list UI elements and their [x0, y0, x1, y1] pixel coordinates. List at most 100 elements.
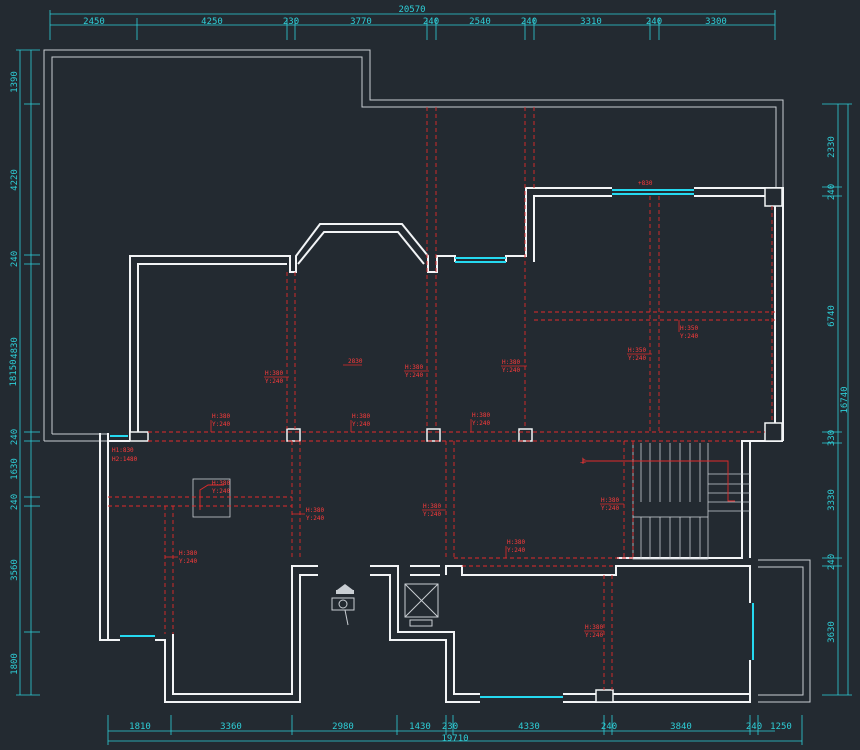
right-dim-6: 240 — [827, 554, 837, 570]
right-dim-1: 2330 — [827, 136, 837, 158]
beam-lines — [108, 107, 775, 690]
beam-label-h: H:380 — [405, 364, 423, 371]
beam-label-h: H:380 — [472, 412, 490, 419]
top-dim-5: 240 — [423, 17, 439, 27]
left-dim-6: 1630 — [10, 458, 20, 480]
beam-label-h: H:380 — [423, 503, 441, 510]
beam-label-y: Y:240 — [179, 558, 197, 565]
bottom-total-dim: 19710 — [441, 734, 468, 744]
beam-label-h: H:350 — [628, 347, 646, 354]
top-total-dim: 20570 — [398, 5, 425, 15]
left-dimensions: 18150 1390 4220 240 4830 240 1630 240 35… — [9, 49, 40, 696]
beam-tag: H:380 Y:240 — [179, 550, 197, 565]
right-dimensions: 2330 240 6740 330 3330 240 3630 16740 — [822, 103, 852, 696]
beam-label-y: Y:240 — [601, 505, 619, 512]
beam-label-y: Y:240 — [585, 632, 603, 639]
beam-label-h: H:380 — [502, 359, 520, 366]
stair-up-label: 上 — [580, 457, 586, 465]
beam-label-h: H:380 — [212, 413, 230, 420]
bottom-dim-3: 2980 — [332, 722, 354, 732]
left-dim-5: 240 — [10, 429, 20, 445]
bottom-dim-1: 1810 — [129, 722, 151, 732]
beam-label-y: Y:240 — [507, 547, 525, 554]
h1-label: H1:830 — [112, 447, 134, 454]
beam-tag: H:380 Y:240 — [507, 539, 525, 554]
right-dim-3: 6740 — [827, 305, 837, 327]
beam-label-y: Y:240 — [628, 355, 646, 362]
beam-label-y: Y:240 — [352, 421, 370, 428]
top-dim-3: 230 — [283, 17, 299, 27]
beam-tag: H:380 Y:240 — [472, 412, 490, 427]
walls — [99, 187, 784, 703]
beam-label-y: Y:240 — [212, 421, 230, 428]
beam-label-h: H:380 — [212, 480, 230, 487]
beam-label-y: Y:240 — [405, 372, 423, 379]
bottom-dim-4: 1430 — [409, 722, 431, 732]
bottom-dimensions: 1810 3360 2980 1430 230 4330 240 3840 24… — [107, 715, 803, 745]
left-dim-2: 4220 — [10, 169, 20, 191]
bottom-dim-8: 3840 — [670, 722, 692, 732]
beam-annotations: H:380 Y:240 H:380 Y:240 H:380 Y:240 H:35… — [112, 180, 698, 639]
staircase: 上 — [580, 443, 750, 560]
top-dim-8: 3310 — [580, 17, 602, 27]
beam-tag: H1:830 H2:1480 — [112, 447, 138, 463]
beam-label-y: Y:240 — [306, 515, 324, 522]
elevation-label-top: +830 — [638, 180, 653, 187]
top-dim-10: 3300 — [705, 17, 727, 27]
h2-label: H2:1480 — [112, 456, 138, 463]
top-dim-6: 2540 — [469, 17, 491, 27]
left-dim-9: 1800 — [10, 653, 20, 675]
left-dim-1: 1390 — [10, 71, 20, 93]
beam-label-y: Y:240 — [212, 488, 230, 495]
fixtures — [192, 478, 439, 627]
device-icon — [331, 584, 355, 626]
beam-tag: H:380 Y:240 — [585, 624, 603, 639]
left-dim-4: 4830 — [10, 337, 20, 359]
beam-tag: H:350 Y:240 — [680, 325, 698, 340]
beam-tag: H:380 Y:240 — [306, 507, 324, 522]
bottom-dim-2: 3360 — [220, 722, 242, 732]
beam-label-h: H:380 — [306, 507, 324, 514]
beam-label-h: H:380 — [507, 539, 525, 546]
beam-label-y: Y:240 — [502, 367, 520, 374]
right-total-dim: 16740 — [840, 386, 850, 413]
top-dim-4: 3770 — [350, 17, 372, 27]
right-dim-2: 240 — [827, 184, 837, 200]
elevation-label-center: 2830 — [348, 358, 363, 365]
beam-label-h: H:380 — [352, 413, 370, 420]
left-dim-3: 240 — [10, 251, 20, 267]
left-dim-7: 240 — [10, 494, 20, 510]
beam-tag: H:380 Y:240 — [423, 503, 441, 518]
right-dim-5: 3330 — [827, 489, 837, 511]
beam-label-h: H:380 — [179, 550, 197, 557]
beam-label-h: H:380 — [601, 497, 619, 504]
beam-tag: H:380 Y:240 — [405, 364, 423, 379]
top-dim-2: 4250 — [201, 17, 223, 27]
outer-outline — [43, 49, 784, 442]
beam-tag: H:380 Y:240 — [212, 413, 230, 428]
beam-tag: H:380 Y:240 — [212, 480, 230, 495]
beam-label-h: H:380 — [585, 624, 603, 631]
right-dim-4: 330 — [827, 430, 837, 446]
windows — [110, 189, 754, 698]
bottom-dim-10: 1250 — [770, 722, 792, 732]
bottom-dim-5: 230 — [442, 722, 458, 732]
beam-label-y: Y:240 — [472, 420, 490, 427]
left-total-dim: 18150 — [9, 359, 19, 386]
beam-label-y: Y:240 — [265, 378, 283, 385]
beam-label-y: Y:240 — [680, 333, 698, 340]
columns — [129, 187, 783, 703]
right-dim-7: 3630 — [827, 621, 837, 643]
beam-tag: H:350 Y:240 — [628, 347, 646, 362]
beam-tag: H:380 Y:240 — [352, 413, 370, 428]
top-dim-1: 2450 — [83, 17, 105, 27]
top-dimensions: 20570 2450 4250 230 3770 240 2540 240 33… — [49, 5, 776, 40]
bottom-dim-7: 240 — [601, 722, 617, 732]
beam-label-h: H:380 — [265, 370, 283, 377]
top-dim-7: 240 — [521, 17, 537, 27]
balcony — [758, 559, 811, 703]
beam-label-h: H:350 — [680, 325, 698, 332]
bottom-dim-9: 240 — [746, 722, 762, 732]
beam-label-y: Y:240 — [423, 511, 441, 518]
